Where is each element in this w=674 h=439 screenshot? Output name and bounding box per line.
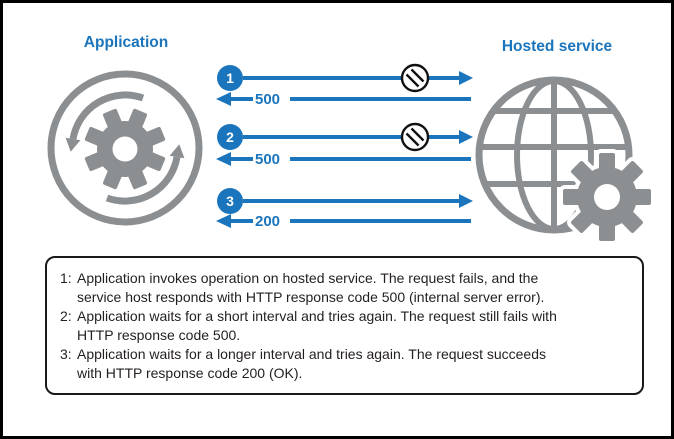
step-number: 1 [226, 70, 234, 86]
request-arrowhead [459, 194, 473, 208]
message-sequence: 1 500 2 500 [216, 63, 473, 230]
response-code: 200 [255, 213, 280, 230]
hosted-service-title: Hosted service [501, 38, 613, 55]
step-number: 3 [226, 193, 234, 209]
note-label: 2: [60, 308, 72, 324]
note-text: Application invokes operation on hosted … [77, 269, 632, 307]
request-arrowhead [459, 71, 473, 85]
application-retry-icon [47, 70, 203, 226]
retry-arrow-bottom [105, 156, 181, 205]
response-arrowhead [216, 214, 231, 228]
retry-arrowhead-left [65, 137, 81, 152]
service-gear-icon [559, 149, 655, 245]
hosted-service-globe-icon [475, 76, 655, 245]
response-code: 500 [255, 91, 280, 108]
note-line: service host responds with HTTP response… [77, 289, 545, 305]
explanation-box: 1: Application invokes operation on host… [45, 256, 644, 395]
note-item-3: 3: Application waits for a longer interv… [60, 345, 632, 383]
retry-outer-circle [47, 70, 203, 226]
note-item-1: 1: Application invokes operation on host… [60, 269, 632, 307]
blocked-icon [400, 122, 430, 152]
request-arrowhead [459, 130, 473, 144]
sequence-step-1: 1 500 [216, 63, 473, 108]
note-line: with HTTP response code 200 (OK). [77, 365, 303, 381]
note-line: Application waits for a short interval a… [77, 308, 557, 324]
blocked-icon [400, 63, 430, 93]
retry-arrowhead-right [169, 144, 185, 159]
note-label: 3: [60, 346, 72, 362]
response-arrowhead [216, 152, 231, 166]
note-text: Application waits for a short interval a… [77, 307, 632, 345]
gear-icon [84, 108, 166, 190]
sequence-step-2: 2 500 [216, 122, 473, 168]
application-title: Application [83, 34, 169, 51]
step-number-badge [217, 124, 243, 150]
response-arrowhead [216, 92, 231, 106]
note-line: Application invokes operation on hosted … [77, 270, 539, 286]
step-number-badge [217, 188, 243, 214]
note-line: Application waits for a longer interval … [77, 346, 547, 362]
sequence-step-3: 3 200 [216, 188, 473, 230]
response-code: 500 [255, 151, 280, 168]
note-text: Application waits for a longer interval … [77, 345, 632, 383]
globe-meridians [514, 78, 594, 232]
step-number-badge [217, 65, 243, 91]
retry-arrow-top [69, 91, 145, 140]
note-label: 1: [60, 270, 72, 286]
step-number: 2 [226, 129, 234, 145]
note-line: HTTP response code 500. [77, 327, 241, 343]
note-item-2: 2: Application waits for a short interva… [60, 307, 632, 345]
